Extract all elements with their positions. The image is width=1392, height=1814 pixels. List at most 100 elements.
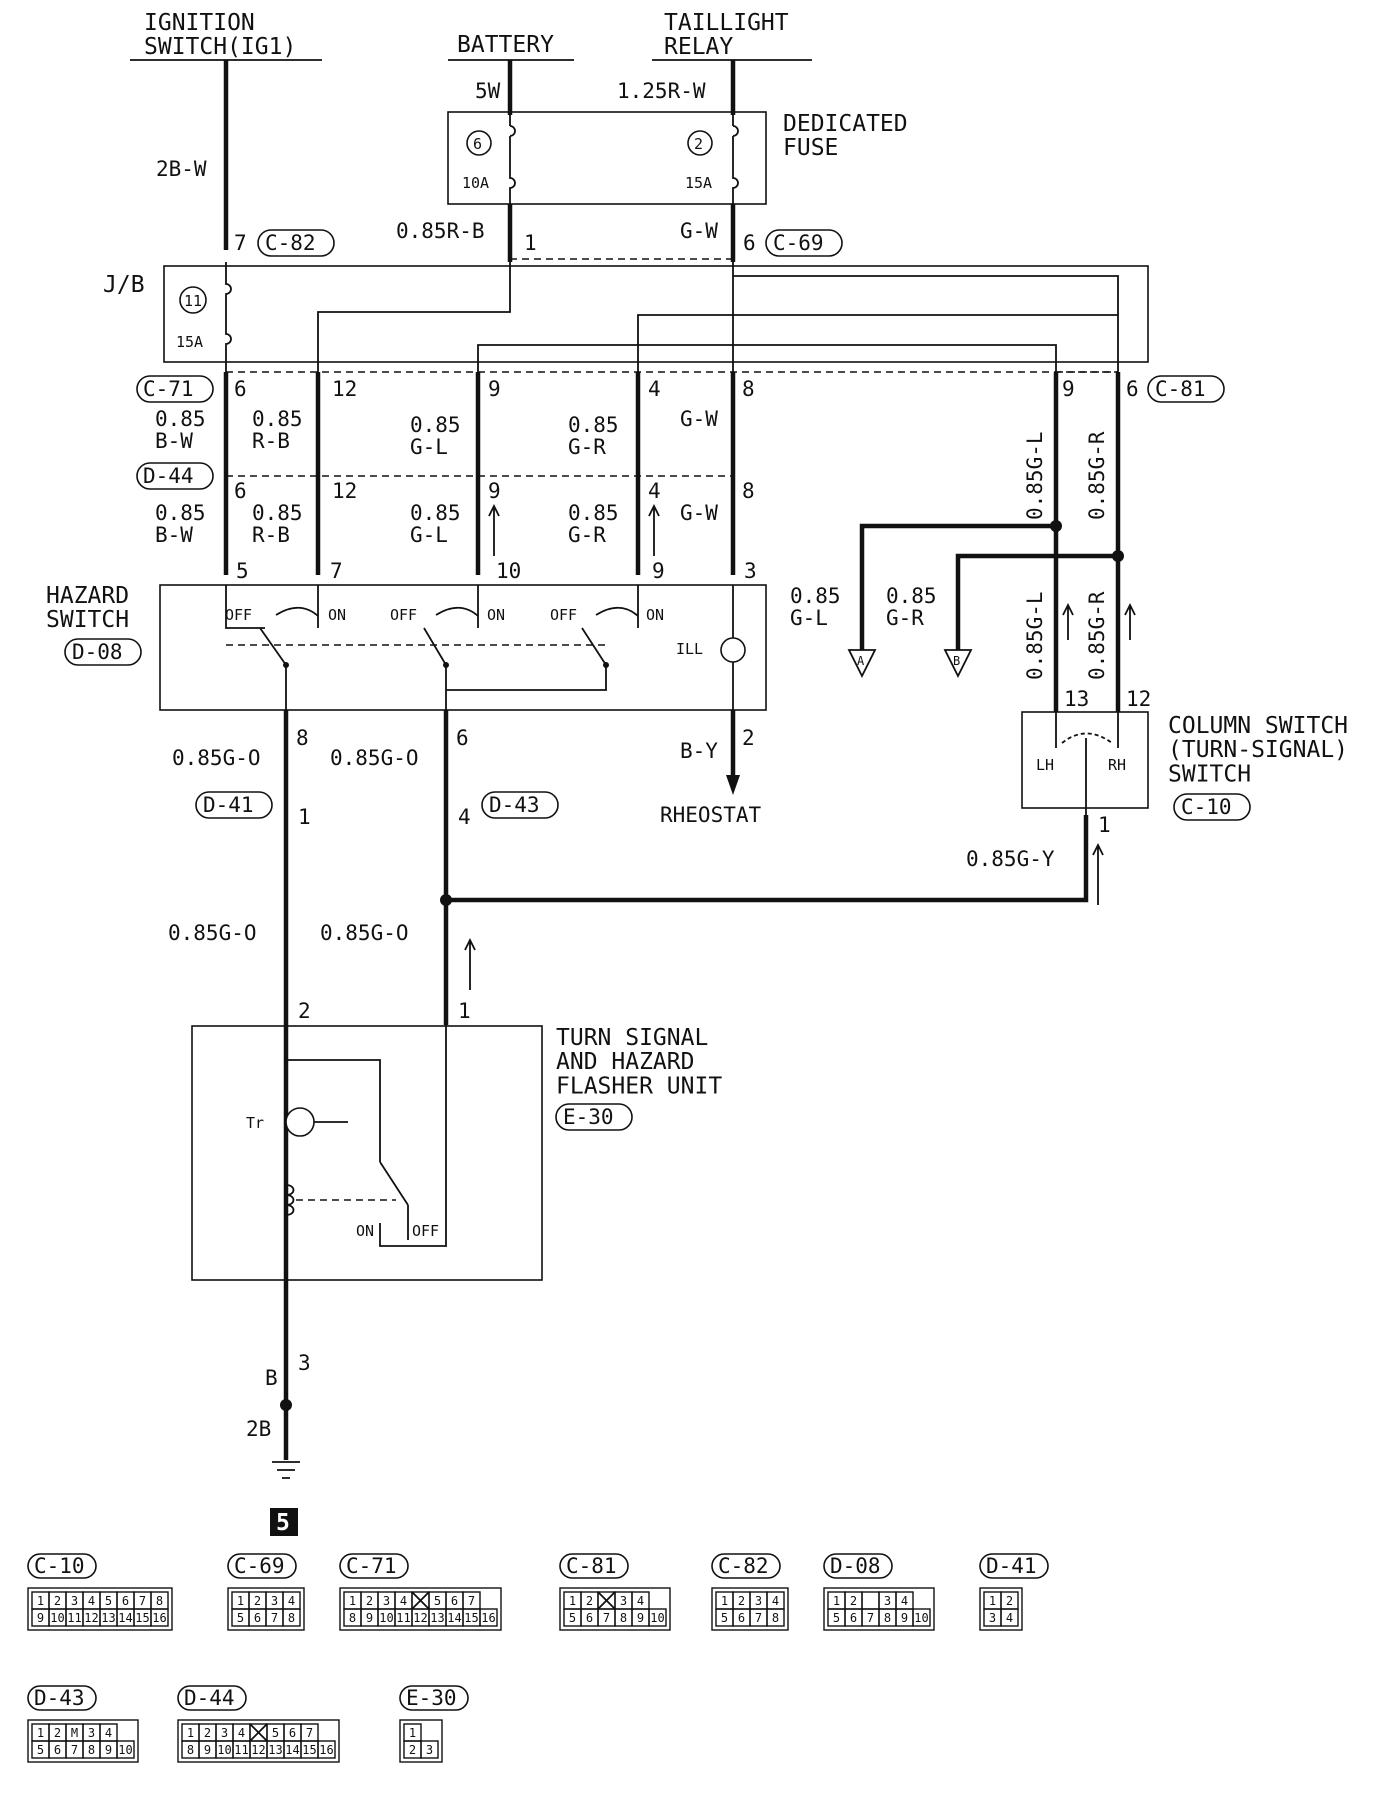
relay-off-label: OFF xyxy=(412,1222,439,1240)
splice-dot xyxy=(1112,550,1124,562)
rheostat-label: RHEOSTAT xyxy=(660,803,762,827)
pin-c82: 7 xyxy=(234,231,247,255)
hazard-pivot-dot xyxy=(603,662,609,668)
fuse-left-number: 6 xyxy=(473,135,482,153)
hazard-contact-arc xyxy=(595,606,639,617)
legend-tag-label: C-82 xyxy=(718,1554,769,1578)
legend-pin-number: 9 xyxy=(204,1743,211,1757)
splice-dot xyxy=(280,1399,292,1411)
pin-flasher-3: 3 xyxy=(298,1351,311,1375)
legend-pin-number: 2 xyxy=(850,1594,857,1608)
jb-fuse-circle xyxy=(179,286,207,314)
legend-blank-pin-icon xyxy=(249,1723,268,1742)
wire-label-fuse-out-left: 0.85R-B xyxy=(396,219,485,243)
legend-pin-number: 4 xyxy=(238,1726,245,1740)
legend-pin-cell xyxy=(116,1740,135,1759)
legend-pin-number: 1 xyxy=(187,1726,194,1740)
wire-column-out xyxy=(446,815,1089,903)
current-arrow-icon xyxy=(464,937,476,990)
contact-on-label: ON xyxy=(646,606,664,624)
connector-tag-d44 xyxy=(136,462,214,490)
legend-pin-number: 6 xyxy=(738,1611,745,1625)
legend-tag xyxy=(339,1553,409,1579)
jb-trace-gl xyxy=(477,344,1057,372)
d44-pin-labels: 6 12 9 4 8 xyxy=(234,479,755,503)
legend-pin-number: 3 xyxy=(71,1594,78,1608)
current-arrow-icon xyxy=(648,503,660,556)
legend-pin-cell xyxy=(282,1608,301,1627)
wire-label-col-left: 0.85G-L xyxy=(1023,591,1047,680)
hazard-blade-1 xyxy=(259,627,287,710)
hazard-pin: 3 xyxy=(744,559,757,583)
jb-fuse-number: 11 xyxy=(184,292,202,310)
arrow-a-label: A xyxy=(857,654,865,668)
legend-pin-number: 12 xyxy=(413,1611,427,1625)
connector-e30-label: E-30 xyxy=(563,1105,614,1129)
legend-pin-number: 2 xyxy=(1006,1594,1013,1608)
hazard-pin: 9 xyxy=(652,559,665,583)
d44-pin: 9 xyxy=(488,479,501,503)
legend-pin-number: 4 xyxy=(1006,1611,1013,1625)
pin-col-12: 12 xyxy=(1126,687,1151,711)
arrow-b-label: B xyxy=(953,654,960,668)
hazard-internal-link xyxy=(446,665,607,691)
legend-pin-number: 3 xyxy=(620,1594,627,1608)
hazard-contact-arc xyxy=(435,606,479,617)
wire-label-flasher-in-right: 0.85G-O xyxy=(320,921,409,945)
legend-tag-label: C-69 xyxy=(234,1554,285,1578)
legend-blank-pin-icon xyxy=(597,1591,616,1610)
contact-off-label: OFF xyxy=(225,606,252,624)
legend-pin-number: 1 xyxy=(569,1594,576,1608)
legend-pin-number: 4 xyxy=(637,1594,644,1608)
wire-label-ign: 2B-W xyxy=(156,157,207,181)
pin-fuse-left: 1 xyxy=(524,231,537,255)
dedicated-fuse-box xyxy=(447,111,767,205)
connector-tag-d41 xyxy=(195,791,273,819)
current-arrow-icon xyxy=(1092,842,1104,905)
legend-pin-number: 5 xyxy=(37,1743,44,1757)
legend-tag xyxy=(177,1685,247,1711)
arrow-b-icon xyxy=(943,649,973,679)
wire-label-column-out: 0.85G-Y xyxy=(966,847,1055,871)
fuse-number-circle-left xyxy=(466,130,492,156)
pin-d43: 4 xyxy=(458,805,471,829)
current-arrow-icon xyxy=(1062,602,1074,640)
hazard-pivot-dot xyxy=(443,662,449,668)
legend-pin-number: 6 xyxy=(54,1743,61,1757)
wire-label-fuse-out-right: G-W xyxy=(680,219,718,243)
jb-trace-rb xyxy=(317,262,511,372)
legend-connector-body xyxy=(399,1719,443,1763)
legend-pin-number: 14 xyxy=(447,1611,461,1625)
legend-pin-number: 5 xyxy=(105,1594,112,1608)
legend-tag xyxy=(823,1553,893,1579)
legend-pin-number: 7 xyxy=(139,1594,146,1608)
pin-col-out: 1 xyxy=(1098,813,1111,837)
legend-pin-number: 8 xyxy=(620,1611,627,1625)
legend-pin-number: 4 xyxy=(88,1594,95,1608)
legend-pin-number: 2 xyxy=(409,1743,416,1757)
connector-tag-d08 xyxy=(64,638,142,666)
legend-tag xyxy=(711,1553,781,1579)
legend-pin-number: 1 xyxy=(721,1594,728,1608)
column-switch-contacts xyxy=(1055,712,1119,815)
pin-flasher-1: 1 xyxy=(458,999,471,1023)
wire-to-arrow-b xyxy=(955,553,1118,650)
wire-label-col-right: 0.85G-R xyxy=(1085,591,1109,680)
ground-number-badge xyxy=(270,1508,298,1536)
contact-off-label: OFF xyxy=(390,606,417,624)
legend-pin-number: 9 xyxy=(366,1611,373,1625)
pin-flasher-2: 2 xyxy=(298,999,311,1023)
legend-pin-number: 7 xyxy=(755,1611,762,1625)
legend-pin-number: 10 xyxy=(650,1611,664,1625)
hazard-top-pin-labels: 5 7 10 9 3 xyxy=(236,559,757,583)
legend-pin-number: 10 xyxy=(118,1743,132,1757)
hazard-pivot-dot xyxy=(283,662,289,668)
